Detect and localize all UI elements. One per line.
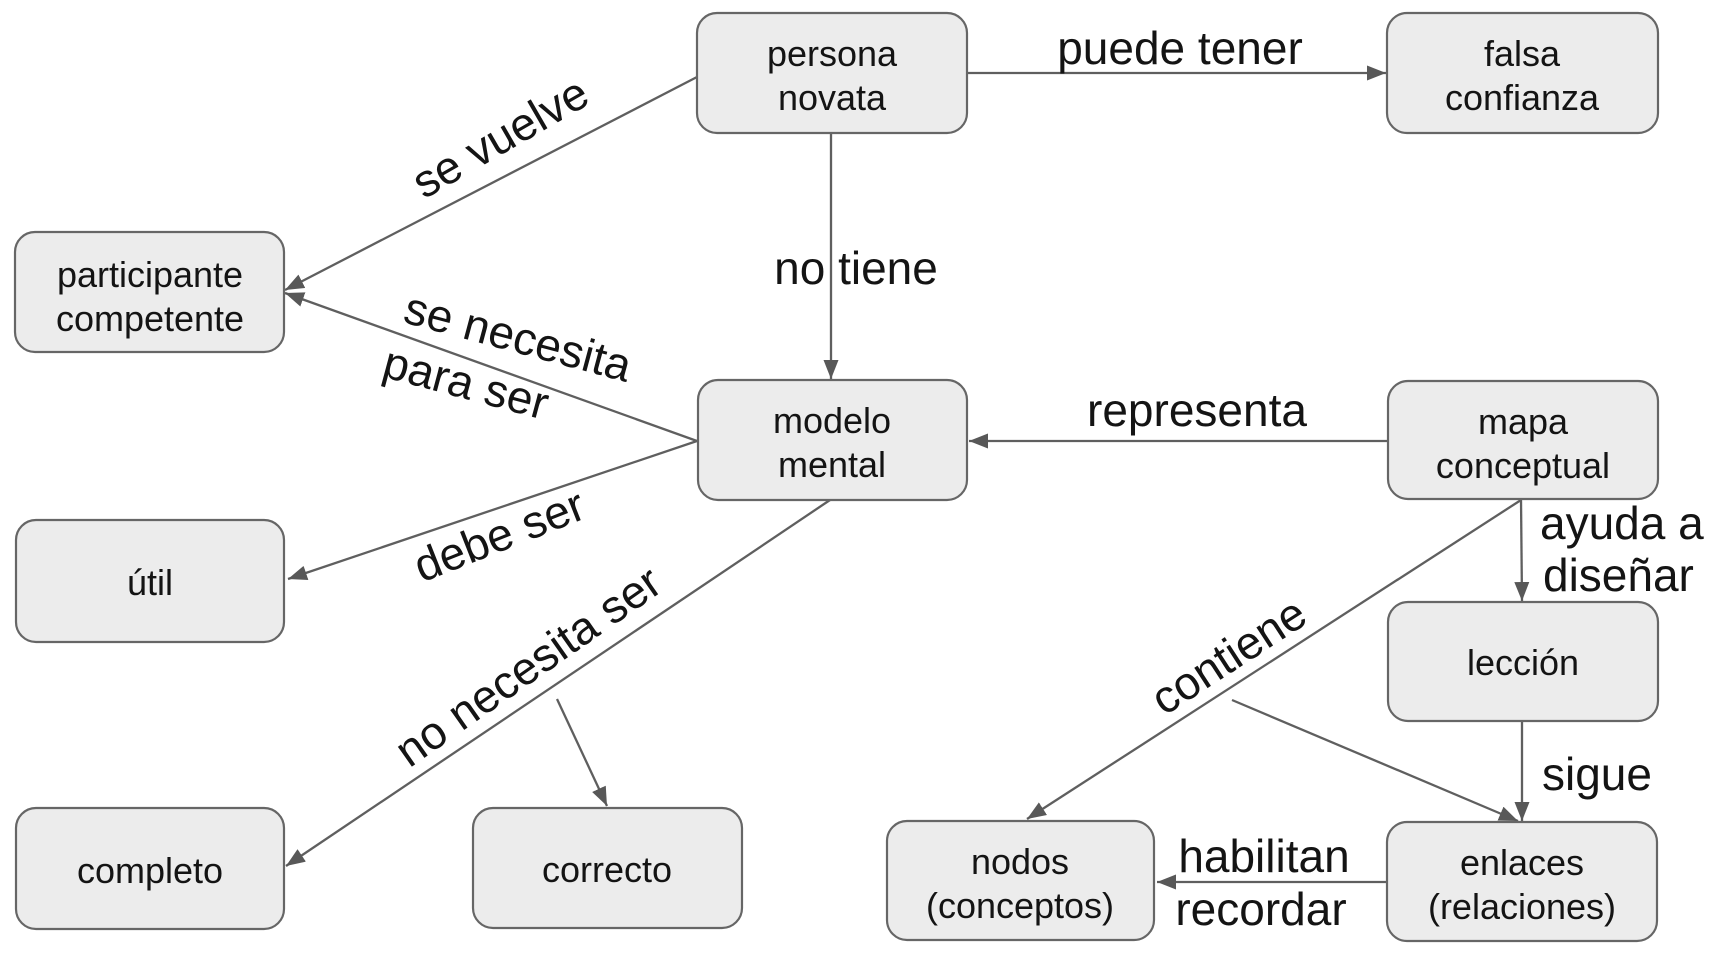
svg-text:completo: completo <box>77 850 223 891</box>
svg-text:sigue: sigue <box>1542 748 1652 800</box>
svg-text:nodos: nodos <box>971 841 1069 882</box>
svg-text:persona: persona <box>767 33 898 74</box>
svg-text:se vuelve: se vuelve <box>403 66 597 208</box>
svg-text:confianza: confianza <box>1445 77 1600 118</box>
svg-text:(conceptos): (conceptos) <box>926 885 1114 926</box>
svg-text:habilitan: habilitan <box>1178 830 1349 882</box>
svg-text:modelo: modelo <box>773 400 891 441</box>
svg-text:lección: lección <box>1467 642 1579 683</box>
svg-text:enlaces: enlaces <box>1460 842 1584 883</box>
svg-text:competente: competente <box>56 298 244 339</box>
svg-text:recordar: recordar <box>1175 883 1346 935</box>
svg-text:conceptual: conceptual <box>1436 445 1610 486</box>
svg-text:útil: útil <box>127 562 173 603</box>
svg-text:falsa: falsa <box>1484 33 1561 74</box>
svg-text:contiene: contiene <box>1141 586 1315 724</box>
svg-text:correcto: correcto <box>542 849 672 890</box>
svg-text:ayuda a: ayuda a <box>1540 497 1704 549</box>
svg-text:(relaciones): (relaciones) <box>1428 886 1616 927</box>
svg-text:puede tener: puede tener <box>1057 22 1303 74</box>
svg-text:no tiene: no tiene <box>774 242 938 294</box>
svg-text:mental: mental <box>778 444 886 485</box>
svg-text:participante: participante <box>57 254 243 295</box>
svg-text:mapa: mapa <box>1478 401 1569 442</box>
svg-text:diseñar: diseñar <box>1543 549 1694 601</box>
svg-text:representa: representa <box>1087 384 1307 436</box>
svg-text:novata: novata <box>778 77 887 118</box>
svg-text:debe ser: debe ser <box>406 478 592 592</box>
